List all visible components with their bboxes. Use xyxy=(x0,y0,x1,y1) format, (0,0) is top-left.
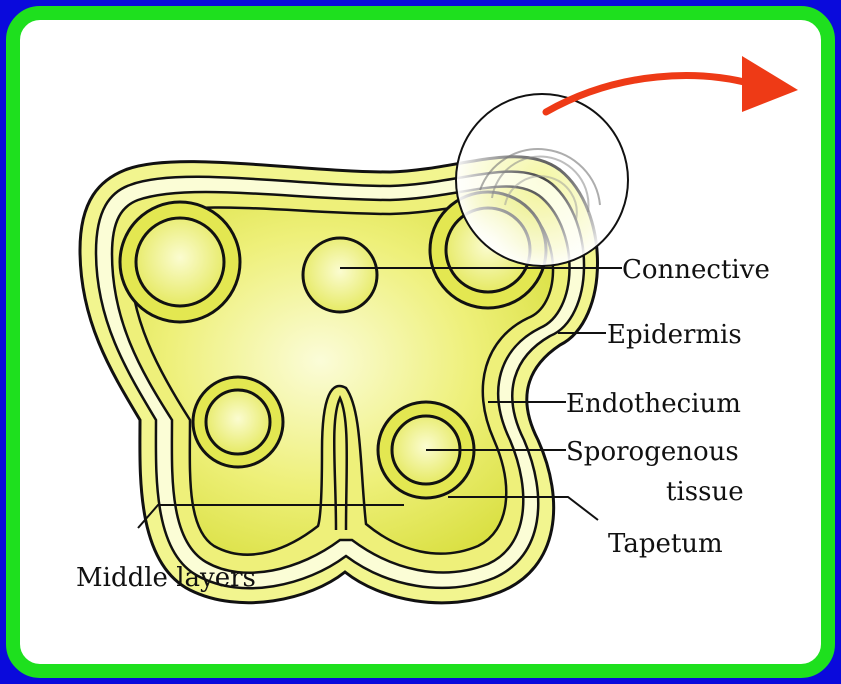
connective-vascular-bundle xyxy=(303,238,377,312)
pollen-sac-bottom-left xyxy=(193,377,283,467)
label-sporogenous: Sporogenous xyxy=(566,437,739,467)
label-epidermis: Epidermis xyxy=(607,320,742,350)
curved-arrow-icon xyxy=(546,56,798,112)
pollen-sac-top-left xyxy=(120,202,240,322)
label-tapetum: Tapetum xyxy=(608,529,723,559)
magnifier-icon xyxy=(456,94,628,266)
label-sporogenous-tissue: tissue xyxy=(666,477,744,507)
label-middle-layers: Middle layers xyxy=(76,563,256,593)
label-endothecium: Endothecium xyxy=(566,389,741,419)
label-connective: Connective xyxy=(622,255,770,285)
